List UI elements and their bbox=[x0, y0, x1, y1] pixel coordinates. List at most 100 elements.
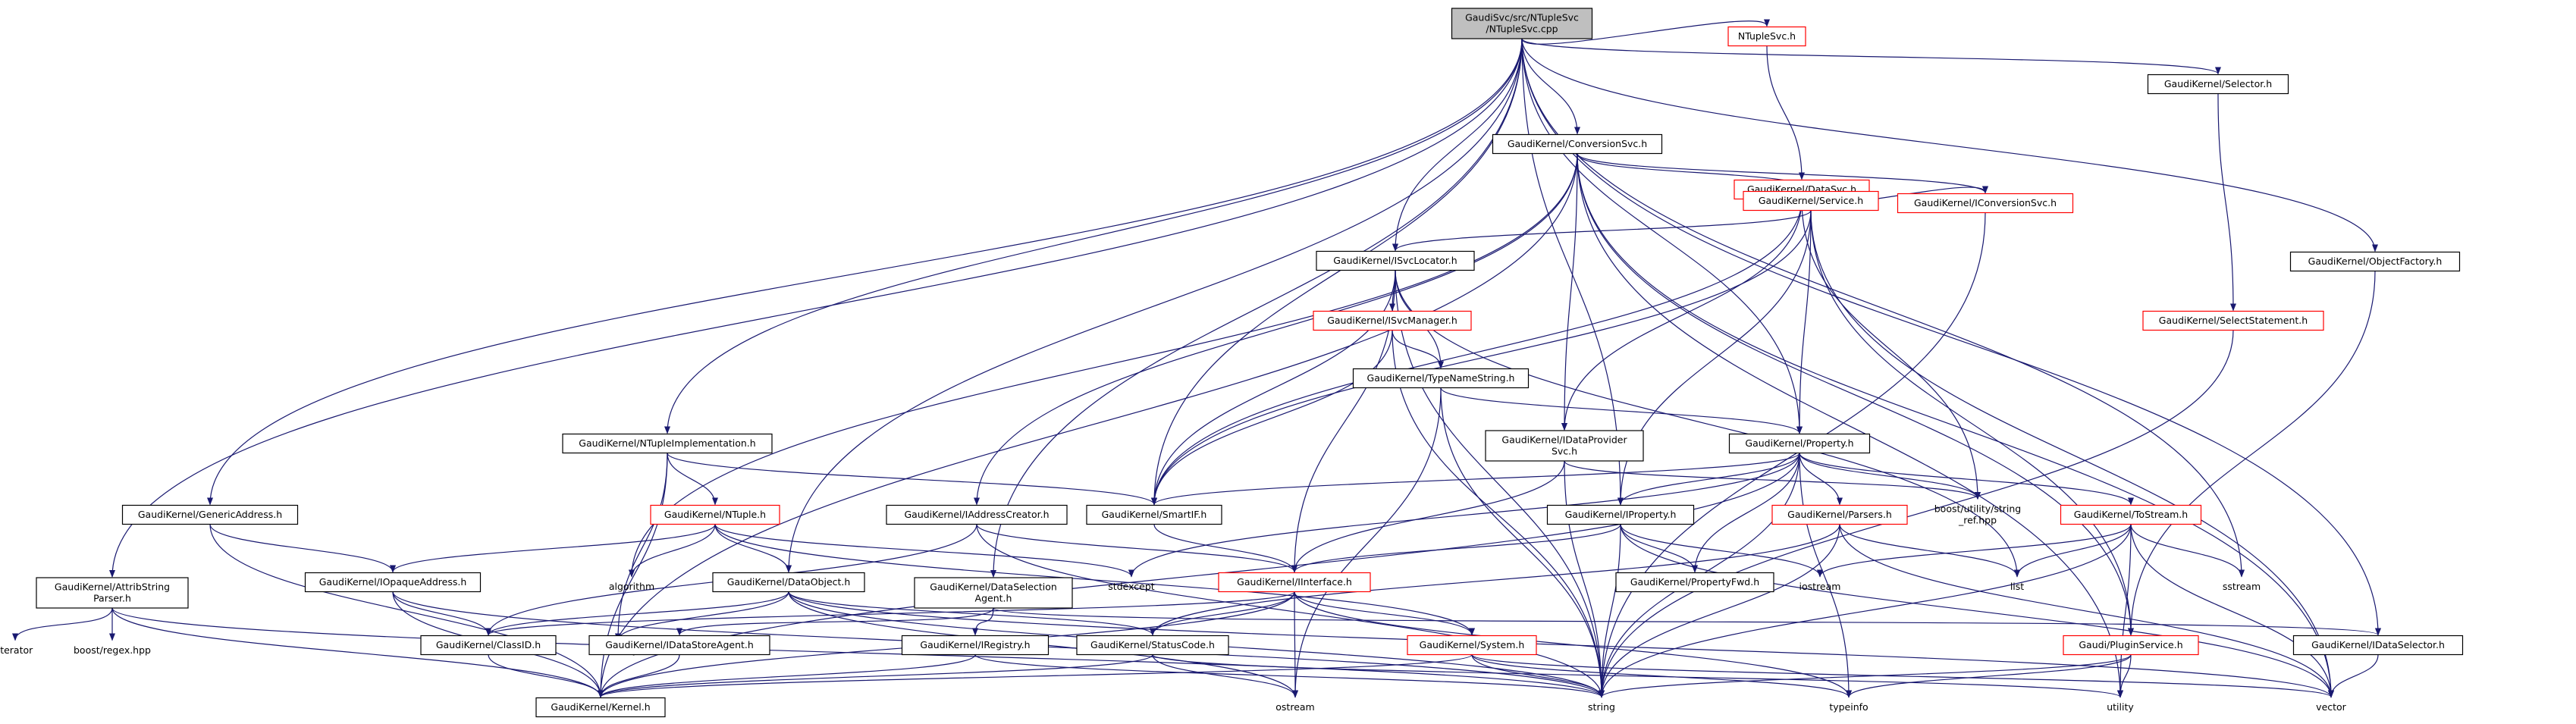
node-label: GaudiKernel/ISvcManager.h bbox=[1327, 315, 1457, 326]
node-propertyfwd[interactable]: GaudiKernel/PropertyFwd.h bbox=[1615, 572, 1774, 593]
node-label: GaudiKernel/NTuple.h bbox=[664, 509, 766, 520]
node-ntupleh[interactable]: GaudiKernel/NTuple.h bbox=[650, 504, 780, 525]
edge-service-to-property bbox=[1796, 210, 1812, 434]
edge-tostream-to-string bbox=[1599, 524, 2132, 698]
node-label: iostream bbox=[1799, 581, 1841, 592]
edge-convsvc-to-iconvsvc bbox=[1577, 153, 1988, 194]
edge-ntupleimpl-to-kernel bbox=[598, 453, 668, 698]
edge-iregistry-to-kernel bbox=[598, 654, 976, 698]
edge-root-to-convsvc bbox=[1521, 38, 1580, 135]
edge-root-to-iproperty bbox=[1521, 38, 1624, 506]
node-iinterface[interactable]: GaudiKernel/IInterface.h bbox=[1218, 572, 1371, 593]
edge-property-to-smartif bbox=[1151, 453, 1800, 506]
node-dataobject[interactable]: GaudiKernel/DataObject.h bbox=[712, 572, 865, 593]
node-box bbox=[1407, 635, 1537, 656]
node-service[interactable]: GaudiKernel/Service.h bbox=[1743, 190, 1879, 212]
edge-statuscode-to-utility bbox=[1152, 653, 2123, 698]
node-box bbox=[1485, 430, 1644, 462]
edge-ntupleh-to-algorithm bbox=[629, 524, 716, 578]
node-iopaque[interactable]: GaudiKernel/IOpaqueAddress.h bbox=[304, 572, 482, 593]
edge-root-to-ntupleimpl bbox=[664, 38, 1523, 434]
node-label: list bbox=[2010, 581, 2024, 592]
edge-tostream-to-utility bbox=[2117, 524, 2132, 698]
node-box bbox=[588, 635, 770, 656]
node-box bbox=[1727, 26, 1806, 47]
node-parsers[interactable]: GaudiKernel/Parsers.h bbox=[1771, 504, 1908, 525]
node-selector[interactable]: GaudiKernel/Selector.h bbox=[2147, 74, 2289, 95]
node-statuscode[interactable]: GaudiKernel/StatusCode.h bbox=[1076, 635, 1229, 656]
edge-root-to-sstream bbox=[1521, 38, 2245, 578]
node-label: GaudiKernel/DataObject.h bbox=[727, 576, 851, 588]
node-label: GaudiKernel/IOpaqueAddress.h bbox=[319, 576, 467, 588]
node-kernel[interactable]: GaudiKernel/Kernel.h bbox=[535, 697, 666, 718]
node-classid[interactable]: GaudiKernel/ClassID.h bbox=[420, 635, 557, 656]
node-label: GaudiKernel/ISvcLocator.h bbox=[1333, 255, 1457, 266]
node-convsvc[interactable]: GaudiKernel/ConversionSvc.h bbox=[1492, 133, 1663, 155]
node-label: GaudiKernel/SelectStatement.h bbox=[2159, 315, 2308, 326]
edge-iconvsvc-to-string bbox=[1599, 212, 1986, 698]
node-ipluginservice[interactable]: Gaudi/PluginService.h bbox=[2063, 635, 2199, 656]
node-label: GaudiKernel/IRegistry.h bbox=[920, 639, 1030, 650]
node-idataselector[interactable]: GaudiKernel/IDataSelector.h bbox=[2292, 635, 2464, 656]
edge-root-to-isvclocator bbox=[1392, 38, 1523, 252]
node-label: /NTupleSvc.cpp bbox=[1486, 24, 1558, 35]
edge-dataselagent-to-idataselector bbox=[993, 607, 2381, 636]
node-label: iterator bbox=[0, 644, 33, 656]
edge-tostream-to-sstream bbox=[2130, 524, 2245, 578]
node-smartif[interactable]: GaudiKernel/SmartIF.h bbox=[1086, 504, 1222, 525]
edge-iproperty-to-iinterface bbox=[1291, 524, 1621, 573]
node-root[interactable]: GaudiSvc/src/NTupleSvc/NTupleSvc.cpp bbox=[1451, 8, 1593, 39]
node-label: utility bbox=[2107, 701, 2134, 713]
node-tostream[interactable]: GaudiKernel/ToStream.h bbox=[2060, 504, 2202, 525]
edge-system-to-kernel bbox=[598, 653, 1473, 698]
edge-ntupleh-to-dataobject bbox=[714, 524, 792, 573]
edge-selector-to-selectstatement bbox=[2217, 93, 2236, 312]
node-box bbox=[2147, 74, 2289, 95]
edge-service-to-smartif bbox=[1151, 210, 1812, 506]
edge-system-to-typeinfo bbox=[1471, 654, 1852, 698]
node-idatastoreagent[interactable]: GaudiKernel/IDataStoreAgent.h bbox=[588, 635, 770, 656]
edge-idataprovider-to-iinterface bbox=[1291, 460, 1565, 573]
node-iconvsvc[interactable]: GaudiKernel/IConversionSvc.h bbox=[1897, 193, 2074, 214]
edge-dataobject-to-vector bbox=[788, 591, 2334, 698]
edge-convsvc-to-algorithm bbox=[629, 153, 1578, 578]
node-objfactory[interactable]: GaudiKernel/ObjectFactory.h bbox=[2289, 251, 2461, 272]
node-iproperty[interactable]: GaudiKernel/IProperty.h bbox=[1546, 504, 1695, 525]
edge-iinterface-to-system bbox=[1294, 591, 1475, 636]
node-label: GaudiKernel/System.h bbox=[1420, 639, 1525, 650]
edge-tostream-to-iostream bbox=[1817, 524, 2132, 578]
node-property[interactable]: GaudiKernel/Property.h bbox=[1728, 433, 1871, 454]
node-ntupleimpl[interactable]: GaudiKernel/NTupleImplementation.h bbox=[562, 433, 773, 454]
node-system[interactable]: GaudiKernel/System.h bbox=[1407, 635, 1537, 656]
edge-statuscode-to-ostream bbox=[1152, 654, 1298, 698]
node-ntuplesvch[interactable]: NTupleSvc.h bbox=[1727, 26, 1806, 47]
edge-iproperty-to-vector bbox=[1620, 524, 2334, 698]
node-box bbox=[2292, 635, 2464, 656]
edge-convsvc-to-utility bbox=[1577, 153, 2123, 698]
node-selectstatement[interactable]: GaudiKernel/SelectStatement.h bbox=[2142, 310, 2324, 331]
node-box bbox=[1492, 133, 1663, 155]
node-isvcmanager[interactable]: GaudiKernel/ISvcManager.h bbox=[1313, 310, 1472, 331]
node-label: ostream bbox=[1275, 701, 1314, 713]
node-typenamestring[interactable]: GaudiKernel/TypeNameString.h bbox=[1352, 368, 1530, 389]
edge-parsers-to-vector bbox=[1839, 524, 2334, 698]
edge-property-to-tostream bbox=[1799, 453, 2134, 506]
node-iaddresscreator[interactable]: GaudiKernel/IAddressCreator.h bbox=[886, 504, 1068, 525]
edge-service-to-isvclocator bbox=[1392, 210, 1812, 252]
edge-system-to-vector bbox=[1471, 653, 2334, 698]
edge-datasvc-to-idataprovider bbox=[1561, 199, 1803, 431]
edge-isvclocator-to-string bbox=[1395, 270, 1605, 698]
edge-property-to-boostutil bbox=[1799, 453, 1981, 500]
node-box bbox=[1771, 504, 1908, 525]
edge-convsvc-to-ipluginservice bbox=[1577, 153, 2134, 636]
node-iregistry[interactable]: GaudiKernel/IRegistry.h bbox=[901, 635, 1050, 656]
node-genericaddress[interactable]: GaudiKernel/GenericAddress.h bbox=[121, 504, 299, 525]
node-isvclocator[interactable]: GaudiKernel/ISvcLocator.h bbox=[1316, 250, 1475, 271]
edge-ipluginservice-to-utility bbox=[2117, 654, 2132, 698]
edge-dataobject-to-statuscode bbox=[788, 591, 1156, 636]
node-label: GaudiKernel/IInterface.h bbox=[1237, 576, 1352, 588]
